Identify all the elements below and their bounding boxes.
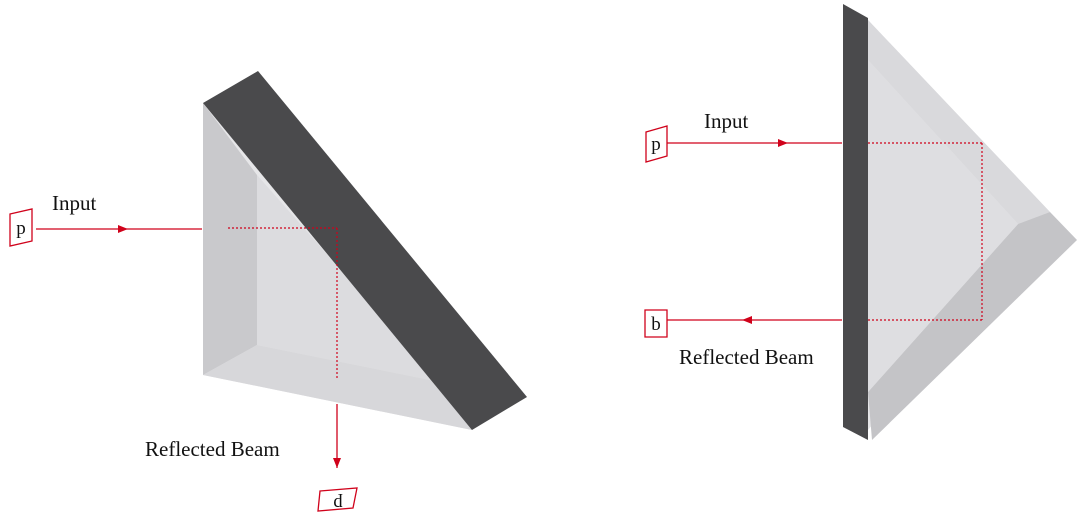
left-output-label: Reflected Beam (145, 437, 280, 461)
left-input-arrow (118, 225, 128, 233)
left-prism-mirror-coating (203, 71, 527, 430)
left-output-polarization-label: p (333, 493, 343, 514)
left-prism (203, 71, 527, 430)
right-output-polarization-box: b (644, 309, 668, 338)
left-prism-bottom-bevel (203, 345, 472, 430)
left-input-label: Input (52, 191, 96, 215)
left-prism-left-bevel (203, 103, 257, 375)
right-output-polarization-label: b (651, 314, 661, 335)
right-output-label: Reflected Beam (679, 345, 814, 369)
left-beam-path (36, 225, 341, 468)
right-prism (843, 4, 1077, 440)
right-output-arrow (742, 316, 752, 324)
right-beam-path (666, 139, 983, 324)
left-input-polarization-label: p (16, 218, 26, 239)
right-prism-mirror-coating (843, 4, 868, 440)
right-input-polarization-label: p (651, 134, 661, 155)
right-input-label: Input (704, 109, 748, 133)
right-prism-lower-bevel (868, 212, 1077, 440)
right-input-arrow (778, 139, 788, 147)
right-input-polarization-box: p (645, 125, 668, 163)
left-output-arrow (333, 458, 341, 468)
right-prism-upper-bevel (868, 20, 1050, 224)
left-output-polarization-box: p (317, 487, 358, 514)
left-input-polarization-box: p (9, 208, 33, 247)
